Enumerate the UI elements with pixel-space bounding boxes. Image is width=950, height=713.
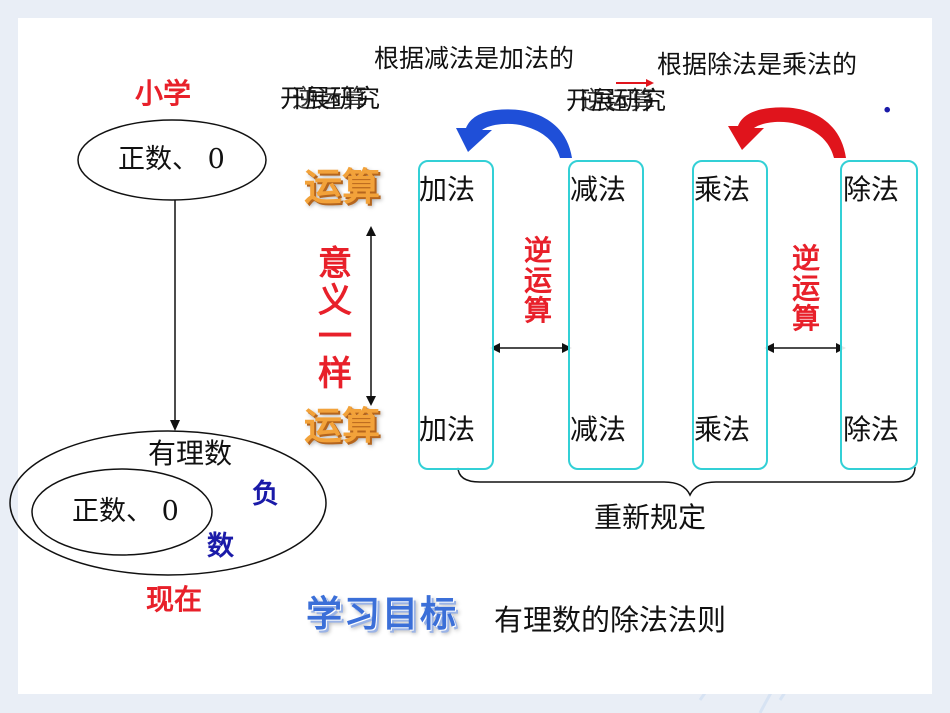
- note-right-line2-b: 逆运算: [580, 86, 656, 115]
- note-left-line2-a: 开展研究: [280, 84, 381, 113]
- inverse-left-char-1: 逆: [524, 234, 553, 267]
- addition-bottom: 加法: [419, 413, 476, 446]
- subtraction-top: 减法: [570, 173, 627, 206]
- inverse-right-char-2: 运: [792, 272, 821, 306]
- division-top: 除法: [843, 173, 900, 206]
- multiplication-top: 乘法: [694, 173, 751, 206]
- division-box: [840, 160, 918, 470]
- now-label: 现在: [146, 583, 203, 616]
- same-meaning-char-1: 意: [318, 244, 352, 284]
- same-meaning-char-2: 义: [318, 280, 352, 321]
- subtraction-box: [568, 160, 644, 470]
- rational-numbers-label: 有理数: [148, 437, 233, 470]
- operation-label-bottom: 运算: [304, 404, 381, 448]
- inverse-label-right: 逆 运 算: [792, 242, 821, 336]
- addition-box: [418, 160, 494, 470]
- inverse-left-char-2: 运: [524, 264, 553, 298]
- negative-char-1: 负: [252, 479, 279, 510]
- negative-char-2: 数: [207, 531, 234, 562]
- division-bottom: 除法: [843, 413, 900, 446]
- current-positive-zero-text: 正数、 0: [72, 496, 179, 527]
- inverse-right-char-1: 逆: [792, 242, 821, 275]
- note-right-line1: 根据除法是乘法的: [657, 50, 858, 79]
- inverse-left-char-3: 算: [524, 294, 553, 328]
- subtraction-bottom: 减法: [570, 413, 627, 446]
- inverse-right-char-3: 算: [792, 302, 821, 336]
- inverse-label-left: 逆 运 算: [524, 234, 553, 328]
- learning-goal-text: 有理数的除法法则: [494, 603, 727, 637]
- primary-school-label: 小学: [135, 77, 192, 110]
- addition-top: 加法: [419, 173, 476, 206]
- same-meaning-char-4: 样: [318, 354, 352, 395]
- primary-positive-zero-text: 正数、 0: [118, 144, 225, 175]
- multiplication-bottom: 乘法: [694, 413, 751, 446]
- trailing-dot: .: [882, 85, 893, 120]
- multiplication-box: [692, 160, 768, 470]
- same-meaning-vertical: 意 义 一 样: [318, 246, 352, 393]
- note-right-line2-a: 开展研究: [566, 86, 667, 115]
- same-meaning-char-3: 一: [318, 317, 352, 358]
- learning-goal-label: 学习目标: [306, 594, 459, 635]
- redefine-label: 重新规定: [594, 501, 707, 534]
- operation-label-top: 运算: [304, 165, 381, 209]
- note-left-line1: 根据减法是加法的: [374, 44, 575, 73]
- note-left-line2-b: 逆运算: [292, 84, 368, 113]
